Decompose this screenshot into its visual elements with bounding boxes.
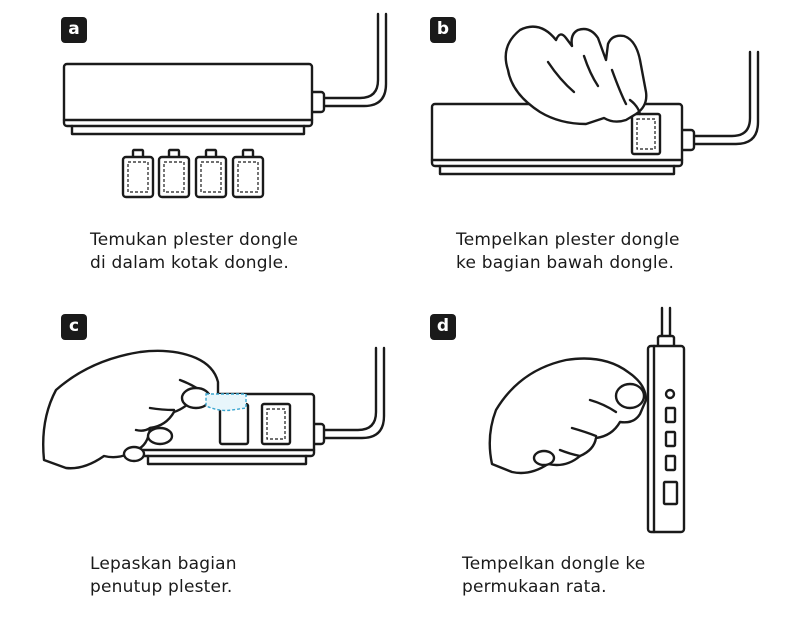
- step-badge-c: c: [61, 314, 87, 340]
- caption-a-line-2: di dalam kotak dongle.: [90, 253, 289, 273]
- caption-b: Tempelkan plester dongle ke bagian bawah…: [456, 229, 680, 275]
- peel-cover-illustration: [42, 346, 386, 470]
- step-badge-b: b: [430, 17, 456, 43]
- sticker-1: [121, 148, 155, 199]
- caption-d-line-1: Tempelkan dongle ke: [462, 554, 646, 574]
- caption-b-line-2: ke bagian bawah dongle.: [456, 253, 675, 273]
- caption-c-line-2: penutup plester.: [90, 577, 233, 597]
- caption-d-line-2: permukaan rata.: [462, 577, 607, 597]
- attach-sticker-illustration: [430, 25, 760, 176]
- sticker-2: [157, 148, 191, 199]
- caption-c-line-1: Lepaskan bagian: [90, 554, 237, 574]
- caption-d: Tempelkan dongle ke permukaan rata.: [462, 553, 645, 599]
- caption-c: Lepaskan bagian penutup plester.: [90, 553, 237, 599]
- caption-b-line-1: Tempelkan plester dongle: [456, 230, 680, 250]
- step-badge-a: a: [61, 17, 87, 43]
- step-badge-d: d: [430, 314, 456, 340]
- dongle-with-stickers-illustration: [62, 12, 388, 199]
- sticker-4: [231, 148, 265, 199]
- stick-to-flat-surface-illustration: [488, 306, 686, 534]
- sticker-3: [194, 148, 228, 199]
- caption-a-line-1: Temukan plester dongle: [90, 230, 299, 250]
- caption-a: Temukan plester dongle di dalam kotak do…: [90, 229, 298, 275]
